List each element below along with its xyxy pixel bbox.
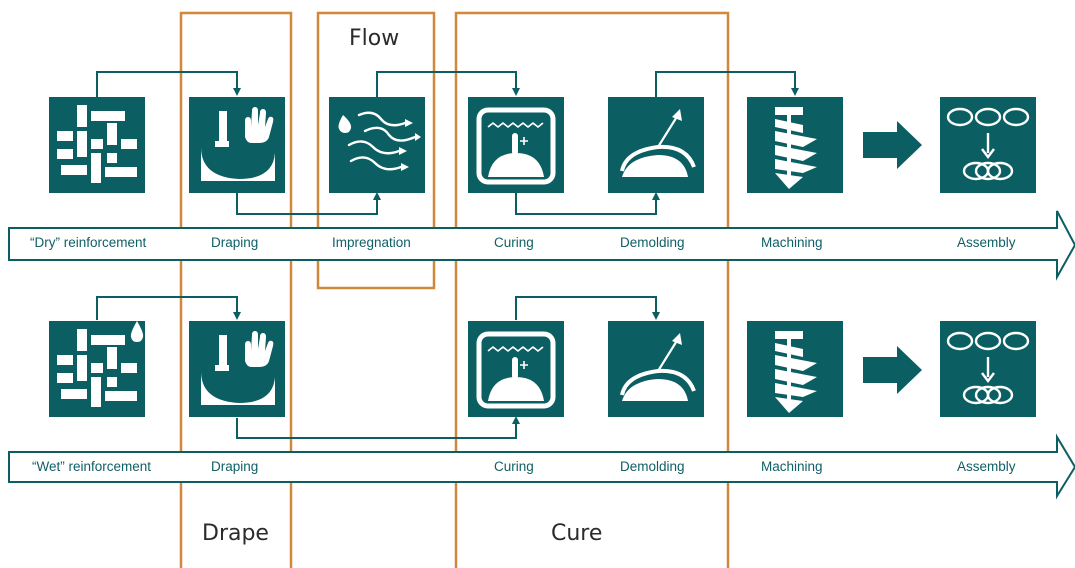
draping-mold-hand-icon: [189, 97, 285, 193]
wet-step-label-reinforcement: “Wet” reinforcement: [32, 459, 152, 474]
dry-process-band: [8, 210, 1075, 281]
flow-region-box: [316, 11, 436, 290]
dry-step-label-machining: Machining: [761, 235, 823, 250]
dry-connector-fabric-draping: [96, 71, 241, 97]
dry-connector-curing-demolding: [515, 192, 660, 215]
dry-step-label-demolding: Demolding: [620, 235, 685, 250]
dry-step-label-curing: Curing: [494, 235, 534, 250]
flow-region-title: Flow: [349, 26, 400, 51]
drill-bit-icon: [747, 321, 843, 417]
dry-arrow-to-assembly: [863, 121, 922, 169]
dry-connector-draping-impregnation: [236, 192, 381, 215]
demolding-part-icon: [608, 97, 704, 193]
dry-connector-impregnation-curing: [376, 71, 520, 97]
dry-step-label-draping: Draping: [211, 235, 259, 250]
dry-step-label-assembly: Assembly: [957, 235, 1016, 250]
demolding-part-icon: [608, 321, 704, 417]
dry-step-label-impregnation: Impregnation: [332, 235, 411, 250]
drill-bit-icon: [747, 97, 843, 193]
drape-region-box: [179, 11, 293, 568]
cure-region-box: [454, 11, 730, 568]
cure-region-title: Cure: [551, 521, 603, 546]
wet-step-label-draping: Draping: [211, 459, 259, 474]
assembly-rings-icon: [940, 321, 1036, 417]
resin-drop-icon: [130, 321, 144, 342]
wet-connector-fabric-draping: [96, 296, 241, 320]
drape-region-title: Drape: [202, 521, 269, 546]
wet-woven-fabric-icon: [49, 321, 145, 417]
wet-connector-draping-curing: [236, 416, 520, 439]
oven-thermometer-icon: [468, 97, 564, 193]
wet-step-label-machining: Machining: [761, 459, 823, 474]
resin-flow-icon: [329, 97, 425, 193]
wet-connector-curing-demolding: [515, 296, 660, 320]
draping-mold-hand-icon: [189, 321, 285, 417]
wet-process-band: [8, 433, 1075, 500]
wet-step-label-curing: Curing: [494, 459, 534, 474]
wet-step-label-assembly: Assembly: [957, 459, 1016, 474]
woven-fabric-icon: [49, 97, 145, 193]
wet-arrow-to-assembly: [863, 346, 922, 394]
dry-step-label-reinforcement: “Dry” reinforcement: [30, 235, 147, 250]
oven-thermometer-icon: [468, 321, 564, 417]
dry-connector-demolding-machining: [655, 71, 799, 97]
wet-step-label-demolding: Demolding: [620, 459, 685, 474]
assembly-rings-icon: [940, 97, 1036, 193]
